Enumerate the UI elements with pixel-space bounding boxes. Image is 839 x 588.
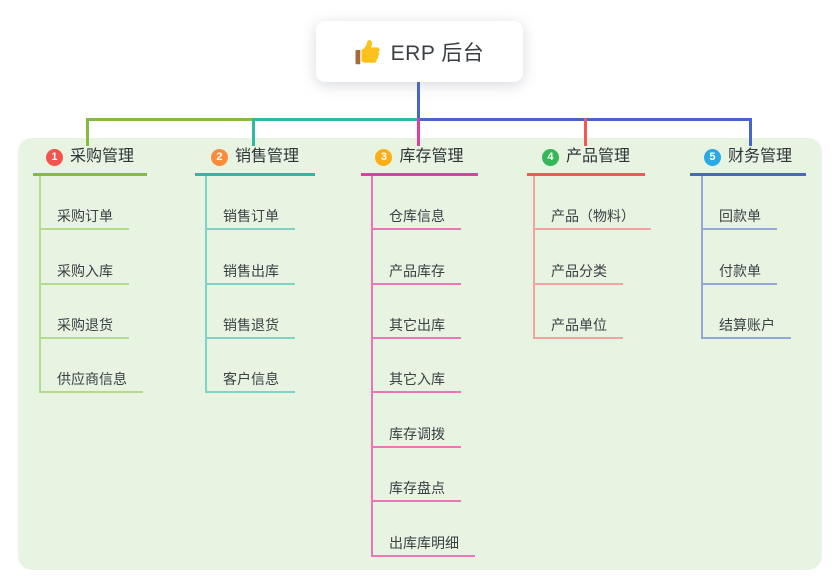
branch-4-children-line <box>533 176 535 339</box>
branch-1-badge: 1 <box>45 148 63 166</box>
child-node[interactable]: 结算账户 <box>701 315 791 339</box>
branch-4-label: 产品管理 <box>565 148 630 165</box>
branch-3-badge: 3 <box>375 148 393 166</box>
branch-node-chanpin[interactable]: 4 产品管理 <box>527 148 645 176</box>
child-node[interactable]: 回款单 <box>701 206 777 230</box>
child-node[interactable]: 采购订单 <box>39 206 129 230</box>
branch-node-caiwu[interactable]: 5 财务管理 <box>690 148 806 176</box>
connector-root-drop <box>417 82 420 118</box>
child-node[interactable]: 其它入库 <box>371 369 461 393</box>
connector-bus-green <box>86 118 254 121</box>
branch-2-label: 销售管理 <box>234 148 299 165</box>
child-node[interactable]: 仓库信息 <box>371 206 461 230</box>
connector-drop-branch-3 <box>417 118 420 146</box>
root-title: ERP 后台 <box>390 41 485 65</box>
child-node[interactable]: 客户信息 <box>205 369 295 393</box>
root-node[interactable]: ERP 后台 <box>316 21 523 82</box>
mindmap-background-panel <box>18 138 822 570</box>
child-node[interactable]: 销售退货 <box>205 315 295 339</box>
connector-drop-branch-1 <box>86 118 89 146</box>
branch-4-badge: 4 <box>541 148 559 166</box>
connector-drop-branch-2 <box>252 118 255 146</box>
child-node[interactable]: 供应商信息 <box>39 369 143 393</box>
branch-node-kucun[interactable]: 3 库存管理 <box>361 148 478 176</box>
child-node[interactable]: 产品单位 <box>533 315 623 339</box>
child-node[interactable]: 库存盘点 <box>371 478 461 502</box>
branch-2-badge: 2 <box>210 148 228 166</box>
connector-drop-branch-4 <box>584 118 587 146</box>
child-node[interactable]: 销售出库 <box>205 261 295 285</box>
branch-node-xiaoshou[interactable]: 2 销售管理 <box>195 148 315 176</box>
child-node[interactable]: 库存调拨 <box>371 424 461 448</box>
branch-5-badge: 5 <box>703 148 721 166</box>
child-node[interactable]: 采购入库 <box>39 261 129 285</box>
thumbs-up-icon <box>355 39 381 65</box>
child-node[interactable]: 产品库存 <box>371 261 461 285</box>
branch-3-children-line <box>371 176 373 557</box>
child-node[interactable]: 产品分类 <box>533 261 623 285</box>
branch-1-label: 采购管理 <box>69 148 134 165</box>
child-node[interactable]: 采购退货 <box>39 315 129 339</box>
branch-3-label: 库存管理 <box>399 148 464 165</box>
child-node[interactable]: 产品（物料） <box>533 206 651 230</box>
connector-bus-teal <box>252 118 419 121</box>
child-node[interactable]: 其它出库 <box>371 315 461 339</box>
child-node[interactable]: 销售订单 <box>205 206 295 230</box>
child-node[interactable]: 出库库明细 <box>371 533 475 557</box>
branch-node-caigou[interactable]: 1 采购管理 <box>33 148 147 176</box>
connector-drop-branch-5 <box>749 118 752 146</box>
branch-5-children-line <box>701 176 703 339</box>
branch-5-label: 财务管理 <box>727 148 792 165</box>
child-node[interactable]: 付款单 <box>701 261 777 285</box>
